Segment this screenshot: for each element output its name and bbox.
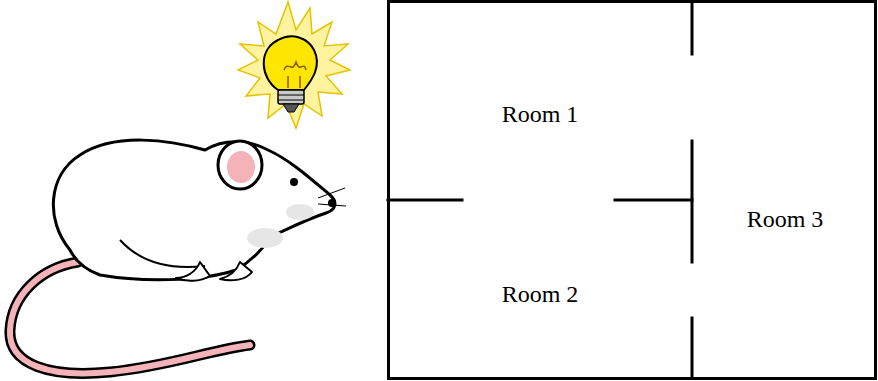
room-label: Room 3 — [747, 207, 824, 231]
floor-plan-walls — [388, 2, 876, 379]
room-label: Room 2 — [502, 282, 579, 306]
lightbulb — [238, 2, 350, 128]
mouse-ear — [218, 141, 262, 189]
room-label: Room 1 — [502, 102, 579, 126]
mouse-body — [53, 140, 335, 281]
mouse-face — [290, 178, 346, 207]
